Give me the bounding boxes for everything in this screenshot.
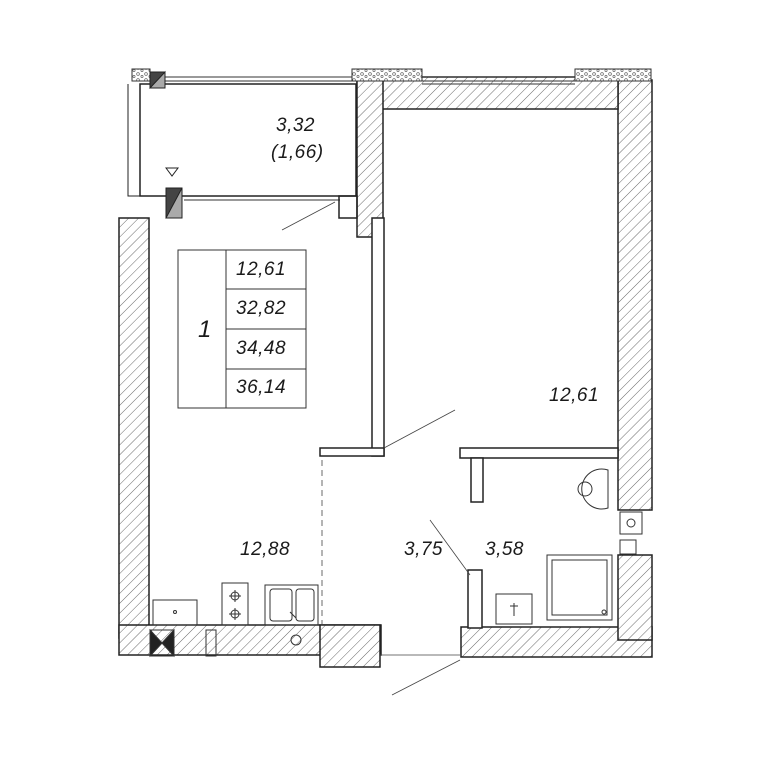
- summary-living-area: 12,61: [236, 259, 287, 280]
- balcony-area-label: 3,32: [276, 115, 315, 136]
- balcony-reduced-area-label: (1,66): [271, 142, 324, 163]
- door-swings: [281, 201, 471, 696]
- summary-area-full-balcony: 36,14: [236, 377, 287, 398]
- rooms-count-label: 1: [198, 316, 212, 343]
- outer-walls: [118, 76, 653, 668]
- summary-area-reduced-balcony: 34,48: [236, 338, 287, 359]
- kitchen-fixtures: [149, 582, 319, 658]
- interior-walls: [319, 217, 619, 629]
- hallway-area-label: 3,75: [404, 539, 443, 560]
- living-room-area-label: 12,61: [549, 385, 600, 406]
- parapets: [131, 68, 652, 82]
- bathroom-fixtures: [495, 468, 643, 625]
- balcony-outline: [127, 83, 358, 219]
- balcony-door-panels: [148, 70, 183, 219]
- summary-table-grid: [177, 249, 307, 409]
- bathroom-area-label: 3,58: [485, 539, 524, 560]
- kitchen-area-label: 12,88: [240, 539, 291, 560]
- summary-total-area: 32,82: [236, 298, 287, 319]
